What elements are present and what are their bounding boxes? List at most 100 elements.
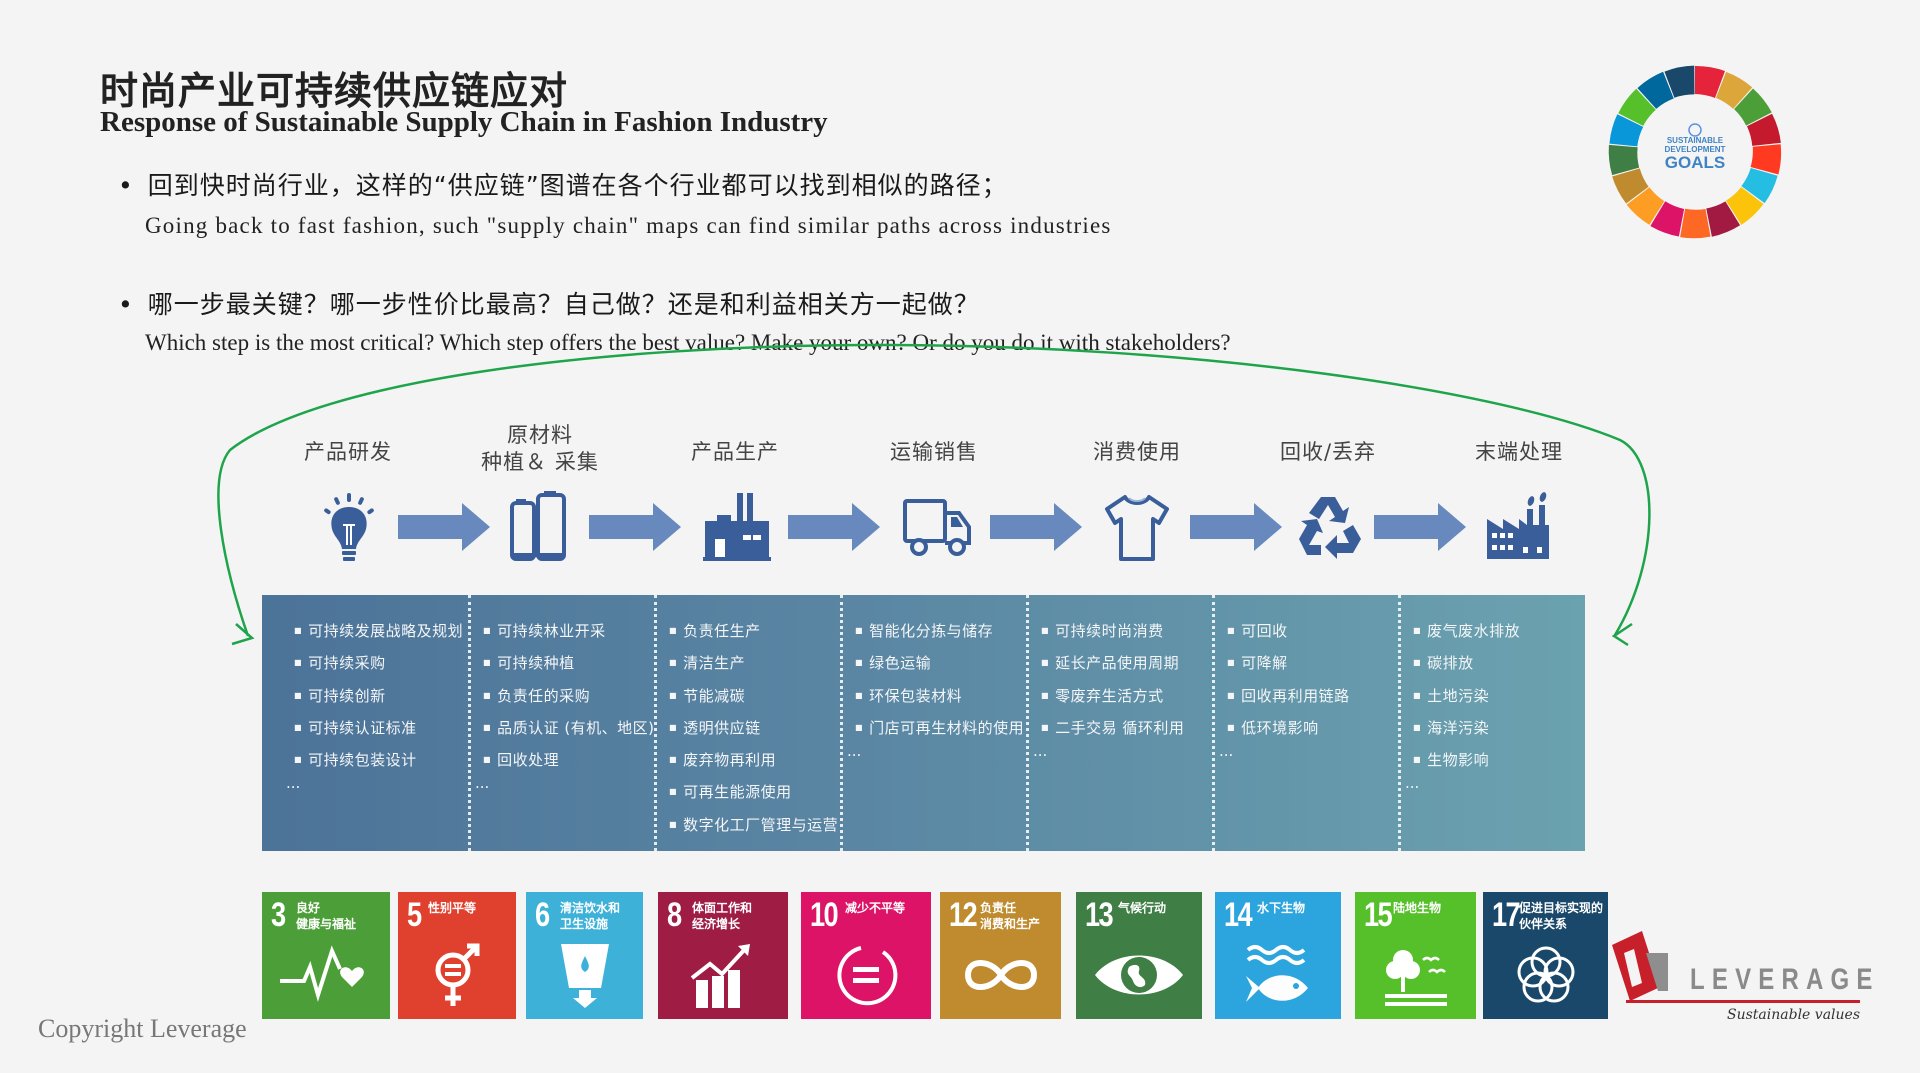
equality-circle-icon <box>801 939 931 1011</box>
stage-label-raw-materials-line1: 原材料 <box>507 423 573 447</box>
sdg-tile-8: 8 体面工作和 经济增长 <box>658 892 788 1019</box>
more-ellipsis: ... <box>847 742 862 761</box>
fish-icon <box>1215 939 1341 1011</box>
sdg-name: 体面工作和 经济增长 <box>692 901 753 931</box>
actions-col-production: 负责任生产 清洁生产 节能减碳 透明供应链 废弃物再利用 可再生能源使用 数字化… <box>654 595 840 856</box>
bullet-1-en: Going back to fast fashion, such "supply… <box>145 213 1112 238</box>
action-item: 废弃物再利用 <box>657 744 840 776</box>
lightbulb-icon <box>324 493 374 561</box>
sdg-tile-15: 15 陆地生物 <box>1355 892 1476 1019</box>
action-item: 负责任生产 <box>657 615 840 647</box>
sdg-tile-5: 5 性别平等 <box>398 892 516 1019</box>
bullet-2-en: Which step is the most critical? Which s… <box>145 330 1231 355</box>
actions-col-transport-sales: 智能化分拣与储存 绿色运输 环保包装材料 门店可再生材料的使用 ... <box>840 595 1026 851</box>
sdg-number: 14 <box>1224 896 1253 934</box>
copyright-text: Copyright Leverage <box>38 1014 247 1043</box>
sdg-tile-6: 6 清洁饮水和 卫生设施 <box>526 892 643 1019</box>
sdg-wheel-icon <box>1608 65 1782 239</box>
action-item: 可持续时尚消费 <box>1029 615 1212 647</box>
recycle-icon <box>1299 497 1361 559</box>
stage-label-raw-materials: 原材料 种植＆ 采集 <box>450 422 630 476</box>
sdg-name: 性别平等 <box>428 901 477 915</box>
sdg-name: 负责任 消费和生产 <box>980 901 1041 931</box>
sdg-name: 水下生物 <box>1257 901 1306 915</box>
partnership-rings-icon <box>1483 939 1608 1011</box>
actions-col-rnd: 可持续发展战略及规划 可持续采购 可持续创新 可持续认证标准 可持续包装设计 .… <box>282 595 468 851</box>
leverage-wordmark: LEVERAGE <box>1690 963 1880 996</box>
action-item: 可再生能源使用 <box>657 776 840 808</box>
action-item: 延长产品使用周期 <box>1029 647 1212 679</box>
stage-label-consumption: 消费使用 <box>1093 440 1181 464</box>
water-glass-icon <box>526 939 643 1011</box>
gender-equality-icon <box>398 939 516 1011</box>
action-item: 海洋污染 <box>1401 712 1585 744</box>
action-item: 可降解 <box>1215 647 1398 679</box>
action-item: 智能化分拣与储存 <box>843 615 1026 647</box>
action-item: 生物影响 <box>1401 744 1585 776</box>
sdg-number: 10 <box>810 896 839 934</box>
more-ellipsis: ... <box>1033 742 1048 761</box>
more-ellipsis: ... <box>661 839 676 858</box>
sdg-tile-12: 12 负责任 消费和生产 <box>940 892 1061 1019</box>
action-item: 环保包装材料 <box>843 680 1026 712</box>
action-item: 回收再利用链路 <box>1215 680 1398 712</box>
action-item: 可持续发展战略及规划 <box>282 615 468 647</box>
heartbeat-icon <box>262 939 390 1011</box>
sdg-tile-14: 14 水下生物 <box>1215 892 1341 1019</box>
sdg-name: 陆地生物 <box>1393 901 1442 915</box>
action-item: 可回收 <box>1215 615 1398 647</box>
sdg-tile-13: 13 气候行动 <box>1076 892 1202 1019</box>
sdg-tile-3: 3 良好 健康与福祉 <box>262 892 390 1019</box>
factory-icon <box>703 493 771 561</box>
logo-underline <box>1626 1000 1860 1003</box>
sdg-number: 3 <box>271 896 286 934</box>
growth-chart-icon <box>658 939 788 1011</box>
action-item: 可持续采购 <box>282 647 468 679</box>
sdg-number: 13 <box>1085 896 1114 934</box>
eye-globe-icon <box>1076 939 1202 1011</box>
fabric-rolls-icon <box>510 491 566 561</box>
sdg-wheel-line3: GOALS <box>1664 153 1726 172</box>
arrow-right-icon <box>1374 503 1466 551</box>
action-item: 可持续种植 <box>471 647 654 679</box>
sdg-number: 5 <box>407 896 422 934</box>
action-item: 零废弃生活方式 <box>1029 680 1212 712</box>
action-item: 碳排放 <box>1401 647 1585 679</box>
sdg-tile-10: 10 减少不平等 <box>801 892 931 1019</box>
arrow-right-icon <box>990 503 1082 551</box>
action-item: 品质认证 (有机、地区) <box>471 712 654 744</box>
action-item: 二手交易 循环利用 <box>1029 712 1212 744</box>
more-ellipsis: ... <box>475 774 490 793</box>
more-ellipsis: ... <box>1405 774 1420 793</box>
leverage-logo: LEVERAGE Sustainable values <box>1612 925 1872 1025</box>
action-item: 负责任的采购 <box>471 680 654 712</box>
stage-label-raw-materials-line2: 种植＆ 采集 <box>481 450 599 474</box>
sdg-wheel-line2: DEVELOPMENT <box>1664 145 1726 154</box>
sdg-number: 12 <box>949 896 978 934</box>
sdg-wheel-logo: SUSTAINABLE DEVELOPMENT GOALS <box>1605 62 1785 242</box>
stage-label-rnd: 产品研发 <box>304 440 392 464</box>
tree-birds-icon <box>1355 939 1476 1011</box>
action-item: 可持续认证标准 <box>282 712 468 744</box>
action-item: 废气废水排放 <box>1401 615 1585 647</box>
bullet-2-cn: 哪一步最关键？哪一步性价比最高？自己做？还是和利益相关方一起做？ <box>118 285 980 321</box>
arrow-right-icon <box>1190 503 1282 551</box>
sdg-number: 15 <box>1364 896 1393 934</box>
action-item: 可持续包装设计 <box>282 744 468 776</box>
infinity-icon <box>940 939 1061 1011</box>
sdg-name: 气候行动 <box>1118 901 1167 915</box>
stage-label-production: 产品生产 <box>691 440 779 464</box>
stage-label-recycle-discard: 回收/丢弃 <box>1279 440 1377 464</box>
actions-col-consumption: 可持续时尚消费 延长产品使用周期 零废弃生活方式 二手交易 循环利用 ... <box>1026 595 1212 851</box>
action-item: 门店可再生材料的使用 <box>843 712 1026 744</box>
actions-col-recycle-discard: 可回收 可降解 回收再利用链路 低环境影响 ... <box>1212 595 1398 851</box>
action-item: 清洁生产 <box>657 647 840 679</box>
leverage-mark-icon <box>1612 931 1668 1001</box>
sdg-wheel-line1: SUSTAINABLE <box>1666 136 1724 145</box>
tshirt-icon <box>1105 495 1169 561</box>
leverage-tagline: Sustainable values <box>1727 1007 1860 1023</box>
action-item: 绿色运输 <box>843 647 1026 679</box>
action-item: 可持续创新 <box>282 680 468 712</box>
action-item: 土地污染 <box>1401 680 1585 712</box>
action-item: 可持续林业开采 <box>471 615 654 647</box>
